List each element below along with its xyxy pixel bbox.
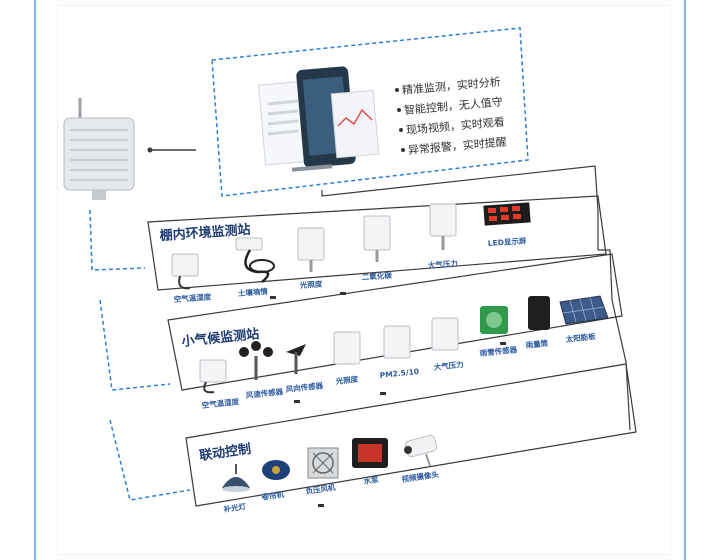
dashed-links [89, 209, 191, 501]
section-greenhouse: 棚内环境监测站 空气温湿度 土壤墒情 光照度 二氧化碳 大气压力 [147, 195, 607, 304]
device-water-pump-icon [352, 438, 388, 468]
device-label: 雨雪传感器 [479, 344, 518, 358]
device-grow-light-icon [222, 464, 250, 492]
device-rain-snow-icon [480, 306, 508, 334]
device-air-pressure-icon [429, 203, 457, 250]
device-pm25-icon [383, 325, 411, 359]
device-roller-motor-icon [262, 460, 290, 480]
device-label: 大气压力 [427, 258, 458, 270]
device-soil-moisture-icon [235, 237, 275, 283]
section-title: 联动控制 [198, 441, 252, 464]
section-weather: 小气候监测站 空气温湿度 风速传感器 风向传感器 光照度 PM2.5/10 大气… [167, 253, 623, 410]
network-lines [321, 165, 631, 431]
device-air-humidity-icon [171, 253, 199, 290]
monitor-screens-icon [258, 66, 380, 172]
device-camera-icon [404, 434, 438, 467]
device-label: 风速传感器 [245, 386, 284, 400]
device-air-humidity-icon [199, 359, 227, 394]
device-label: 负压风机 [305, 482, 337, 496]
device-label: 光照度 [298, 278, 323, 290]
section-control: 联动控制 补光灯 卷帘机 负压风机 水泵 视频摄像头 [185, 363, 637, 514]
device-label: 空气温湿度 [173, 291, 212, 304]
gateway-icon [63, 98, 135, 200]
device-label: 雨量筒 [525, 338, 549, 350]
device-illuminance-icon [333, 331, 361, 365]
bus-nodes [270, 292, 506, 507]
device-wind-speed-icon [239, 341, 273, 380]
device-label: PM2.5/10 [379, 367, 419, 380]
device-label: 风向传感器 [285, 380, 324, 394]
device-label: 大气压力 [433, 359, 464, 372]
section-title: 棚内环境监测站 [159, 222, 251, 244]
device-label: 土壤墒情 [237, 286, 268, 298]
device-label: 空气温湿度 [201, 396, 240, 410]
device-solar-panel-icon [559, 295, 609, 325]
device-label: 太阳能板 [565, 331, 596, 344]
device-label: 补光灯 [222, 501, 247, 514]
device-exhaust-fan-icon [307, 447, 339, 479]
device-led-display-icon [483, 202, 531, 226]
section-title: 小气候监测站 [181, 326, 260, 350]
device-label: 二氧化碳 [361, 270, 392, 282]
app-feature-box: 精准监测，实时分析 智能控制，无人值守 现场视频，实时观看 异常报警，实时提醒 [211, 27, 529, 197]
device-label: 卷帘机 [260, 489, 285, 502]
device-co2-icon [363, 215, 391, 262]
device-label: LED显示屏 [488, 236, 528, 248]
device-rain-gauge-icon [528, 296, 550, 330]
device-label: 水泵 [363, 474, 380, 486]
device-air-pressure-icon [431, 317, 459, 351]
device-illuminance-icon [297, 227, 325, 272]
device-label: 光照度 [334, 374, 359, 386]
device-wind-direction-icon [286, 344, 306, 374]
